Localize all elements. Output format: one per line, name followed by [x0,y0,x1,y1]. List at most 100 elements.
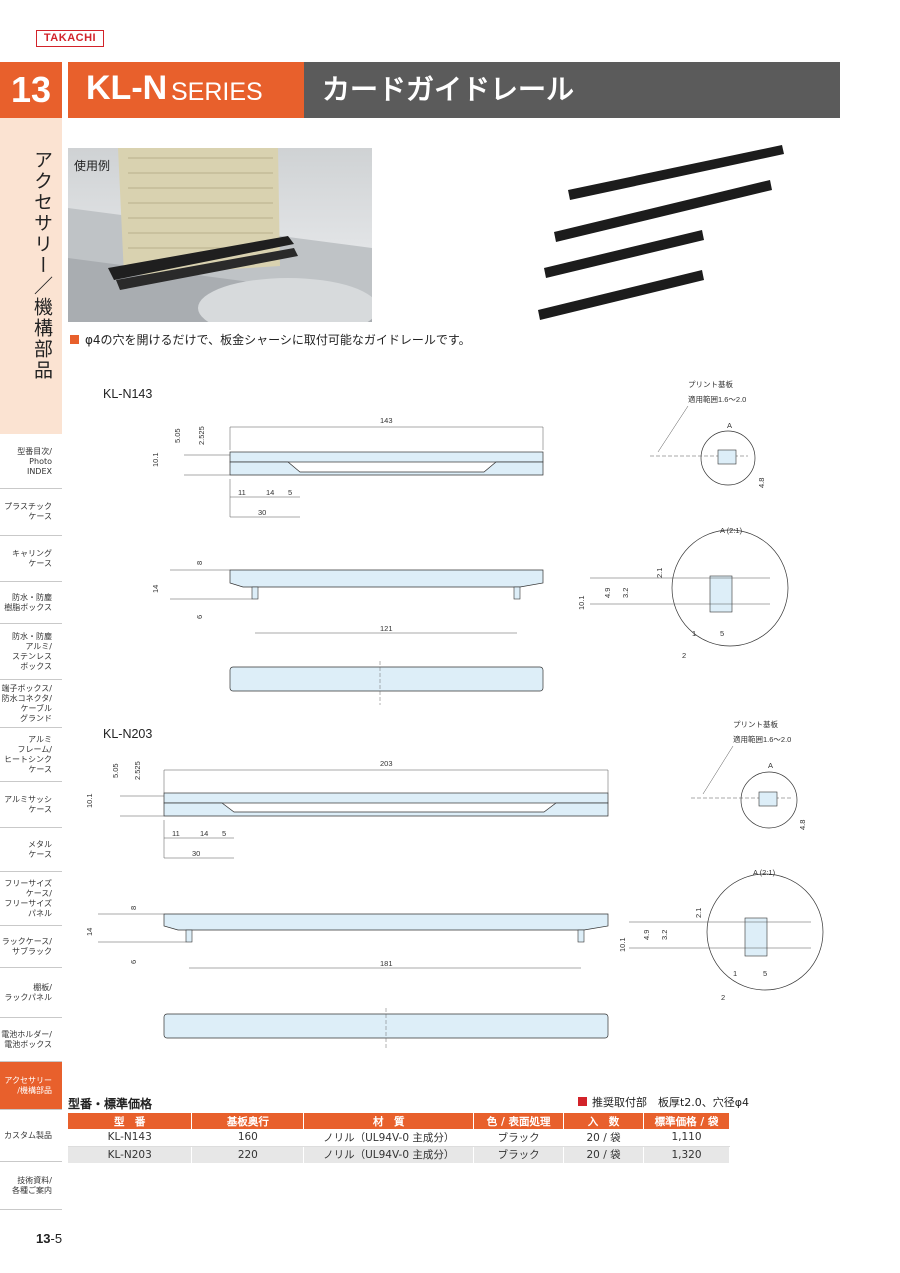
nav-line: メタル [28,839,52,849]
feature-text: φ4の穴を開けるだけで、板金シャーシに取付可能なガイドレールです。 [85,333,471,347]
nav-item-metal-case[interactable]: メタル ケース [0,828,62,872]
detail-dim-5: 5 [763,969,767,978]
dim-30: 30 [192,849,200,858]
nav-line: /機構部品 [17,1085,52,1095]
nav-line: フリーサイズ [4,878,52,888]
page-num: 5 [54,1231,63,1246]
nav-line: アルミ [28,734,52,744]
nav-item-aluminum-frame[interactable]: アルミ フレーム/ ヒートシンク ケース [0,728,62,782]
nav-line: 端子ボックス/ [1,683,52,693]
col-price: 標準価格 / 袋 [643,1113,730,1129]
detail-dim-3-2: 3.2 [621,588,630,598]
cell-color: ブラック [473,1146,565,1164]
dim-pitch: 121 [380,624,393,633]
pcb-range: 適用範囲1.6～2.0 [733,734,791,744]
cell-price: 1,110 [643,1129,730,1147]
detail-a-label: A [727,421,732,430]
nav-line: フレーム/ [17,744,52,754]
nav-line: グランド [20,713,52,723]
nav-item-shelf[interactable]: 棚板/ ラックパネル [0,968,62,1018]
nav-item-tech-info[interactable]: 技術資料/ 各種ご案内 [0,1162,62,1210]
nav-item-terminal-box[interactable]: 端子ボックス/ 防水コネクタ/ ケーブル グランド [0,680,62,728]
detail-dim-10-1: 10.1 [577,595,586,610]
detail-scale: A (2:1) [720,526,743,535]
nav-line: ケース [28,849,52,859]
dim-5: 5 [222,829,226,838]
nav-line: キャリング [12,548,52,558]
cell-material: ノリル（UL94V-0 主成分） [303,1129,475,1147]
nav-line: ラックケース/ [1,936,52,946]
cell-qty: 20 / 袋 [563,1146,645,1164]
nav-line: 防水・防塵 [12,631,52,641]
pcb-label: プリント基板 [733,719,778,729]
chapter-vertical-title: アクセサリー／機構部品 [31,150,53,381]
dim-8: 8 [195,561,204,565]
nav-item-free-size[interactable]: フリーサイズ ケース/ フリーサイズ パネル [0,872,62,926]
nav-line: 型番目次/ [17,447,52,456]
nav-line: フリーサイズ [4,898,52,908]
nav-line: 樹脂ボックス [4,602,52,612]
detail-scale: A (2:1) [753,868,776,877]
pcb-label: プリント基板 [688,379,733,389]
detail-a-label: A [768,761,773,770]
nav-item-carrying-case[interactable]: キャリング ケース [0,536,62,582]
dim-8: 8 [129,906,138,910]
detail-dim-2-1: 2.1 [655,568,664,578]
nav-line: ケース [28,804,52,814]
nav-line: 防水・防塵 [12,592,52,602]
nav-item-rack-case[interactable]: ラックケース/ サブラック [0,926,62,968]
nav-line: 電池ホルダー/ [1,1029,52,1039]
nav-item-waterproof-resin[interactable]: 防水・防塵 樹脂ボックス [0,582,62,624]
series-name: KL-N [86,69,168,107]
note-square-icon [578,1097,587,1106]
dim-11: 11 [172,829,180,838]
dim-pitch: 181 [380,959,393,968]
nav-line: サブラック [12,946,52,956]
chapter-number: 13 [0,62,62,118]
detail-dim-5: 5 [720,629,724,638]
nav-line: ケース [28,764,52,774]
cell-qty: 20 / 袋 [563,1129,645,1147]
nav-line: アルミ/ [25,641,52,651]
usage-photo-label: 使用例 [74,159,111,173]
dim-14-side: 14 [85,928,94,936]
dim-14-side: 14 [151,585,160,593]
dim-6: 6 [195,615,204,619]
dim-total-length: 203 [380,759,393,768]
chapter-sidebar-panel [0,62,62,434]
feature-description: φ4の穴を開けるだけで、板金シャーシに取付可能なガイドレールです。 [70,331,471,348]
mounting-note-text: 推奨取付部 板厚t2.0、穴径φ4 [592,1096,750,1109]
cell-color: ブラック [473,1129,565,1147]
nav-line: パネル [28,908,52,918]
detail-dim-1: 1 [692,629,696,638]
nav-line: プラスチック [4,502,52,511]
dim-30: 30 [258,508,266,517]
detail-dim: 4.8 [798,820,807,830]
takachi-logo: TAKACHI [36,30,104,47]
col-model: 型 番 [68,1113,193,1129]
col-color: 色 / 表面処理 [473,1113,565,1129]
dim-offset-a: 5.05 [173,428,182,443]
nav-item-accessories-active[interactable]: アクセサリー /機構部品 [0,1062,62,1110]
nav-item-custom[interactable]: カスタム製品 [0,1110,62,1162]
detail-dim-10-1: 10.1 [618,937,627,952]
nav-line: ケース/ [25,888,52,898]
nav-line: アルミサッシ [4,794,52,804]
dim-total-length: 143 [380,416,393,425]
nav-line: 防水コネクタ/ [1,693,52,703]
nav-item-waterproof-metal[interactable]: 防水・防塵 アルミ/ ステンレス ボックス [0,624,62,680]
series-suffix: SERIES [171,78,263,106]
usage-photo [68,148,372,322]
nav-item-battery-holder[interactable]: 電池ホルダー/ 電池ボックス [0,1018,62,1062]
nav-line: INDEX [26,467,52,476]
nav-item-index[interactable]: 型番目次/ Photo INDEX [0,436,62,489]
nav-line: Photo [29,457,52,466]
dim-offset-a: 5.05 [111,763,120,778]
nav-line: カスタム製品 [4,1130,52,1140]
nav-item-plastic-case[interactable]: プラスチック ケース [0,489,62,536]
series-header: KL-N SERIES [68,62,304,118]
detail-dim-4-9: 4.9 [642,930,651,940]
cell-depth: 220 [191,1146,305,1164]
nav-item-aluminum-sash[interactable]: アルミサッシ ケース [0,782,62,828]
cell-model: KL-N143 [68,1129,193,1147]
